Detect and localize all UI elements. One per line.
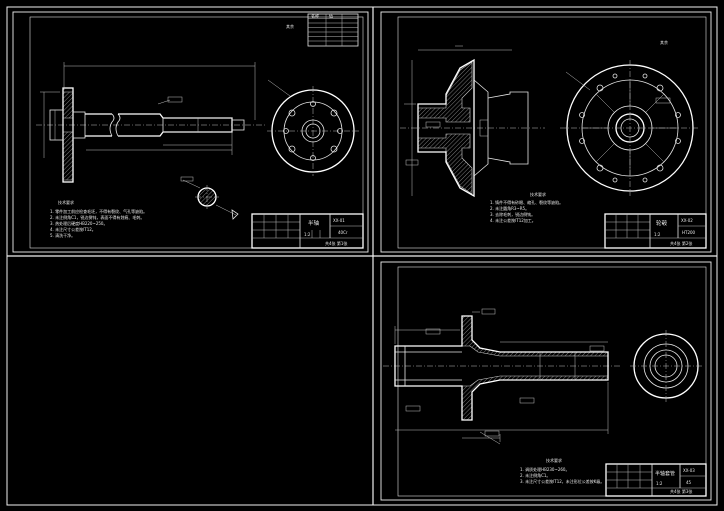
sheet-frame [380, 261, 712, 501]
note-line: 3. 去除毛刺，锐边倒钝。 [490, 211, 535, 217]
sheet-number: 共4张 第3张 [670, 488, 692, 494]
technical-notes-3: 技术要求 1. 调质处理HB230~260。 2. 未注倒角C1。 3. 未注尺… [520, 457, 604, 484]
title-block-2[interactable]: 轮毂 XX-02 HT200 1:2 共4张 第2张 [604, 213, 707, 249]
sheet-top-right[interactable]: 其余 [380, 11, 712, 253]
sheet-frame [12, 11, 369, 253]
notes-heading: 技术要求 [530, 191, 546, 197]
sheet-number: 共4张 第1张 [325, 240, 347, 246]
sheet-inner-border [29, 16, 364, 249]
half-shaft-main-view [36, 62, 265, 183]
surface-finish-mark: 其余 [286, 23, 294, 29]
note-line: 2. 未注倒角C1，锐边倒钝，表面不得有划痕、毛刺。 [50, 214, 144, 220]
roughness-table: 名称 值 [307, 13, 359, 47]
axle-housing-main-view [383, 308, 620, 445]
part-material: HT200 [682, 230, 696, 235]
note-line: 5. 清洗干净。 [50, 232, 75, 238]
notes-heading: 技术要求 [58, 199, 74, 205]
flange-end-view [267, 79, 359, 176]
notes-heading: 技术要求 [546, 457, 562, 463]
part-name: 轮毂 [656, 219, 668, 227]
drawing-scale: 1:2 [304, 232, 311, 237]
part-name: 半轴 [308, 219, 320, 227]
note-line: 1. 铸件不得有砂眼、缩孔、裂纹等缺陷。 [490, 199, 563, 205]
part-material: 40Cr [338, 230, 348, 235]
note-line: 1. 调质处理HB230~260。 [520, 466, 569, 472]
roughness-table-header-2: 值 [329, 13, 333, 19]
note-line: 1. 零件加工前应检查毛坯，不得有裂纹、气孔等缺陷。 [50, 208, 147, 214]
hub-section-view [400, 45, 545, 198]
note-line: 3. 热处理后硬度HB220~250。 [50, 220, 107, 226]
housing-end-view [630, 330, 702, 402]
part-code: XX-01 [333, 218, 345, 223]
sheet-top-left[interactable]: 名称 值 其余 [12, 11, 369, 253]
note-line: 3. 未注尺寸公差按IT12，未注形位公差按K级。 [520, 478, 604, 484]
note-line: 4. 未注尺寸公差按IT12。 [50, 226, 96, 232]
sheet-inner-border [397, 266, 707, 497]
part-code: XX-03 [683, 468, 695, 473]
sheet-inner-border [397, 16, 707, 249]
technical-notes-1: 技术要求 1. 零件加工前应检查毛坯，不得有裂纹、气孔等缺陷。 2. 未注倒角C… [50, 199, 147, 238]
title-block-1[interactable]: 半轴 XX-01 40Cr 1:2 共4张 第1张 [251, 213, 364, 249]
part-material: 45 [686, 480, 692, 485]
part-code: XX-02 [681, 218, 693, 223]
drawing-scale: 1:2 [656, 481, 663, 486]
note-line: 2. 未注圆角R3~R5。 [490, 205, 529, 211]
technical-notes-2: 技术要求 1. 铸件不得有砂眼、缩孔、裂纹等缺陷。 2. 未注圆角R3~R5。 … [490, 191, 563, 223]
shaft-spline-section [180, 176, 239, 220]
roughness-table-header: 名称 [311, 13, 319, 19]
title-block-3[interactable]: 半轴套管 XX-03 45 1:2 共4张 第3张 [605, 463, 707, 497]
note-line: 2. 未注倒角C1。 [520, 472, 550, 478]
hub-end-view [560, 60, 700, 196]
drawing-scale: 1:2 [654, 232, 661, 237]
part-name: 半轴套管 [655, 470, 675, 477]
surface-finish-mark: 其余 [660, 39, 668, 45]
sheet-frame [380, 11, 712, 253]
sheet-number: 共4张 第2张 [670, 240, 692, 246]
note-line: 4. 未注公差按IT12加工。 [490, 217, 536, 223]
sheet-bottom-right[interactable]: 技术要求 1. 调质处理HB230~260。 2. 未注倒角C1。 3. 未注尺… [380, 261, 712, 501]
